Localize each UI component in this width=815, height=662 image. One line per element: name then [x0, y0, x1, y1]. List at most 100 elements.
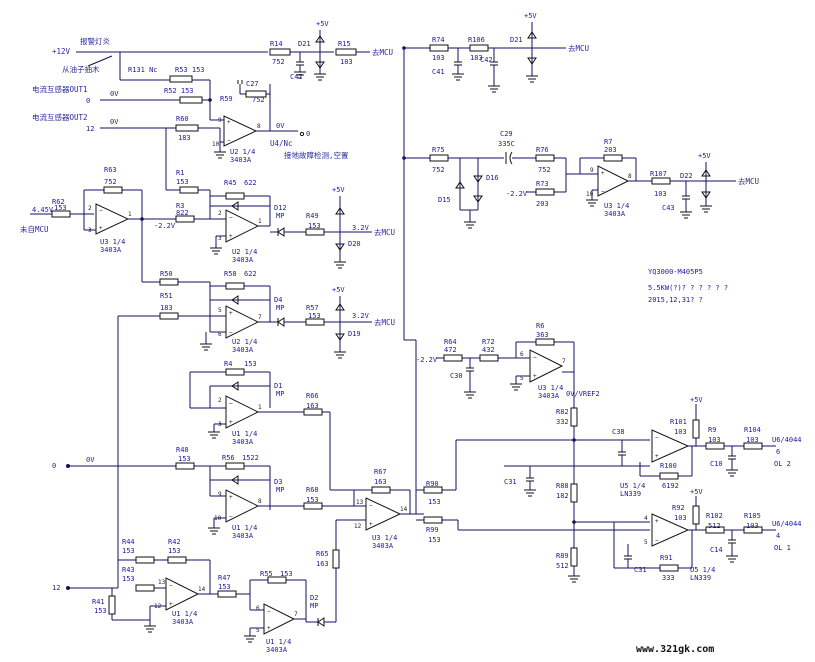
- r52-label: R52 153: [164, 87, 194, 95]
- u3-left-type: 3403A: [100, 246, 122, 254]
- r57-label: R57: [306, 304, 319, 312]
- svg-text:+: +: [229, 310, 233, 317]
- det-note: 接地故障检测,空置: [284, 150, 349, 160]
- u2-mid-type: 3403A: [232, 256, 254, 264]
- r9-label: R9: [708, 426, 716, 434]
- svg-text:2: 2: [88, 205, 92, 212]
- r73-label: R73: [536, 180, 549, 188]
- svg-text:−: −: [655, 537, 659, 544]
- d21-label-1: D21: [298, 40, 311, 48]
- r75-label: R75: [432, 146, 445, 154]
- r8-label: R6: [536, 322, 544, 330]
- u5-bottom-type: LN339: [690, 574, 711, 582]
- r82-label: R82: [556, 408, 569, 416]
- svg-text:−: −: [229, 513, 233, 520]
- r9-value: 103: [708, 436, 721, 444]
- r49-value: 153: [308, 222, 321, 230]
- r45-value: 622: [244, 179, 257, 187]
- ol2-label: OL 2: [774, 460, 791, 468]
- m22-label-3: -2.2V: [416, 356, 438, 364]
- r131-label: R131 Nc: [128, 66, 158, 74]
- r66-value: 163: [306, 402, 319, 410]
- svg-text:1: 1: [258, 404, 262, 411]
- ol1-label: OL 1: [774, 544, 791, 552]
- v44-label: 4.45V: [32, 206, 54, 214]
- d20-label: D20: [348, 240, 361, 248]
- r105-value: 103: [746, 522, 759, 530]
- r75-value: 752: [432, 166, 445, 174]
- r41-label: R41: [92, 598, 105, 606]
- d1-mp: MP: [276, 390, 284, 398]
- r60-value: 183: [178, 134, 191, 142]
- p5-label-3: +5V: [698, 152, 711, 160]
- svg-text:+: +: [169, 601, 173, 608]
- d16-label: D16: [486, 174, 499, 182]
- top-right-network: R74 103 R106 183 去MCU C41 C42 +5V D21: [402, 12, 589, 340]
- r105-label: R105: [744, 512, 761, 520]
- opamp-u3-ref: -2.2V R64 472 R72 432 C30 R6 363 − + 6 5…: [416, 322, 650, 583]
- p5-label-5: +5V: [332, 286, 345, 294]
- n6-label: 6: [776, 448, 780, 456]
- r101-value: 103: [674, 428, 687, 436]
- r72-label: R72: [482, 338, 495, 346]
- u5-top-type: LN339: [620, 490, 641, 498]
- r76-value: 752: [538, 166, 551, 174]
- watermark: www.321gk.com: [636, 644, 714, 655]
- r3-value: 822: [176, 209, 189, 217]
- p5-label-7: +5V: [690, 488, 703, 496]
- c10-label: C10: [710, 460, 723, 468]
- r3-label: R3: [176, 202, 184, 210]
- svg-text:+: +: [369, 521, 373, 528]
- r8-value: 363: [536, 331, 549, 339]
- svg-text:2: 2: [218, 397, 222, 404]
- d1-label: D1: [274, 382, 282, 390]
- svg-text:5: 5: [218, 307, 222, 314]
- opamp-u2-mid: R1 153 − + 2 3 1 U2 1/4 3403A R45 622 D1…: [165, 128, 395, 269]
- r7-label: R7: [604, 138, 612, 146]
- r99-label: R99: [426, 526, 439, 534]
- d12-mp: MP: [276, 212, 284, 220]
- u1-low2-type: 3403A: [266, 646, 288, 654]
- u1-low2-label: U1 1/4: [266, 638, 291, 646]
- svg-text:−: −: [369, 502, 373, 509]
- svg-text:14: 14: [400, 506, 408, 513]
- opamp-u3-left: 4.45V 未自MCU R62 153 − + 2 3 1 U3 1/4 340…: [20, 166, 210, 282]
- mcu-out-4: 去MCU: [374, 227, 395, 237]
- u3-ref-type: 3403A: [538, 392, 560, 400]
- r91-label: R91: [660, 554, 673, 562]
- r102-value: 512: [708, 522, 721, 530]
- r44-label: R44: [122, 538, 135, 546]
- svg-text:+: +: [267, 625, 271, 632]
- n0-label: 0: [86, 97, 90, 105]
- u1-a-label: U1 1/4: [232, 430, 257, 438]
- r55-label: R55: [260, 570, 273, 578]
- r67-value: 163: [374, 478, 387, 486]
- r107-label: R107: [650, 170, 667, 178]
- r4-label: R4: [224, 360, 232, 368]
- u1-a-type: 3403A: [232, 438, 254, 446]
- c41-label: C41: [432, 68, 445, 76]
- r76-label: R76: [536, 146, 549, 154]
- r1-value: 153: [176, 178, 189, 186]
- d2-mp: MP: [310, 602, 318, 610]
- opamp-u1-b: 0 0V R48 153 R56 1522 D3 MP + − 9 10 8 U…: [52, 446, 354, 540]
- r91-value: 333: [662, 574, 675, 582]
- p5-label-6: +5V: [690, 396, 703, 404]
- c31-label-b: C31: [634, 566, 647, 574]
- svg-text:2: 2: [218, 210, 222, 217]
- u3-ref-label: U3 1/4: [538, 384, 563, 392]
- u2-mid-label: U2 1/4: [232, 248, 257, 256]
- svg-text:7: 7: [562, 358, 566, 365]
- c31-label-a: C31: [504, 478, 517, 486]
- warn-light-label: 报警灯炎: [80, 36, 110, 46]
- r14-value: 752: [272, 58, 285, 66]
- opamp-u2-top: + − 9 10 8 0V 0 U4/Nc 接地故障检测,空置 U2 1/4 3…: [208, 80, 349, 164]
- top-out-network: R14 752 R15 103 去MCU +5V D21 C47: [269, 20, 393, 81]
- r42-value: 153: [168, 547, 181, 555]
- opamp-u1-a: R4 153 D1 MP − + 2 3 1 U1 1/4 3403A R66 …: [117, 316, 331, 560]
- svg-text:+: +: [99, 225, 103, 232]
- r99-value: 153: [428, 536, 441, 544]
- r100-value: 6192: [662, 482, 679, 490]
- opamp-u1-bottom: 12 R44 153 R42 153 R43 153 − + 13 12 14 …: [52, 519, 356, 654]
